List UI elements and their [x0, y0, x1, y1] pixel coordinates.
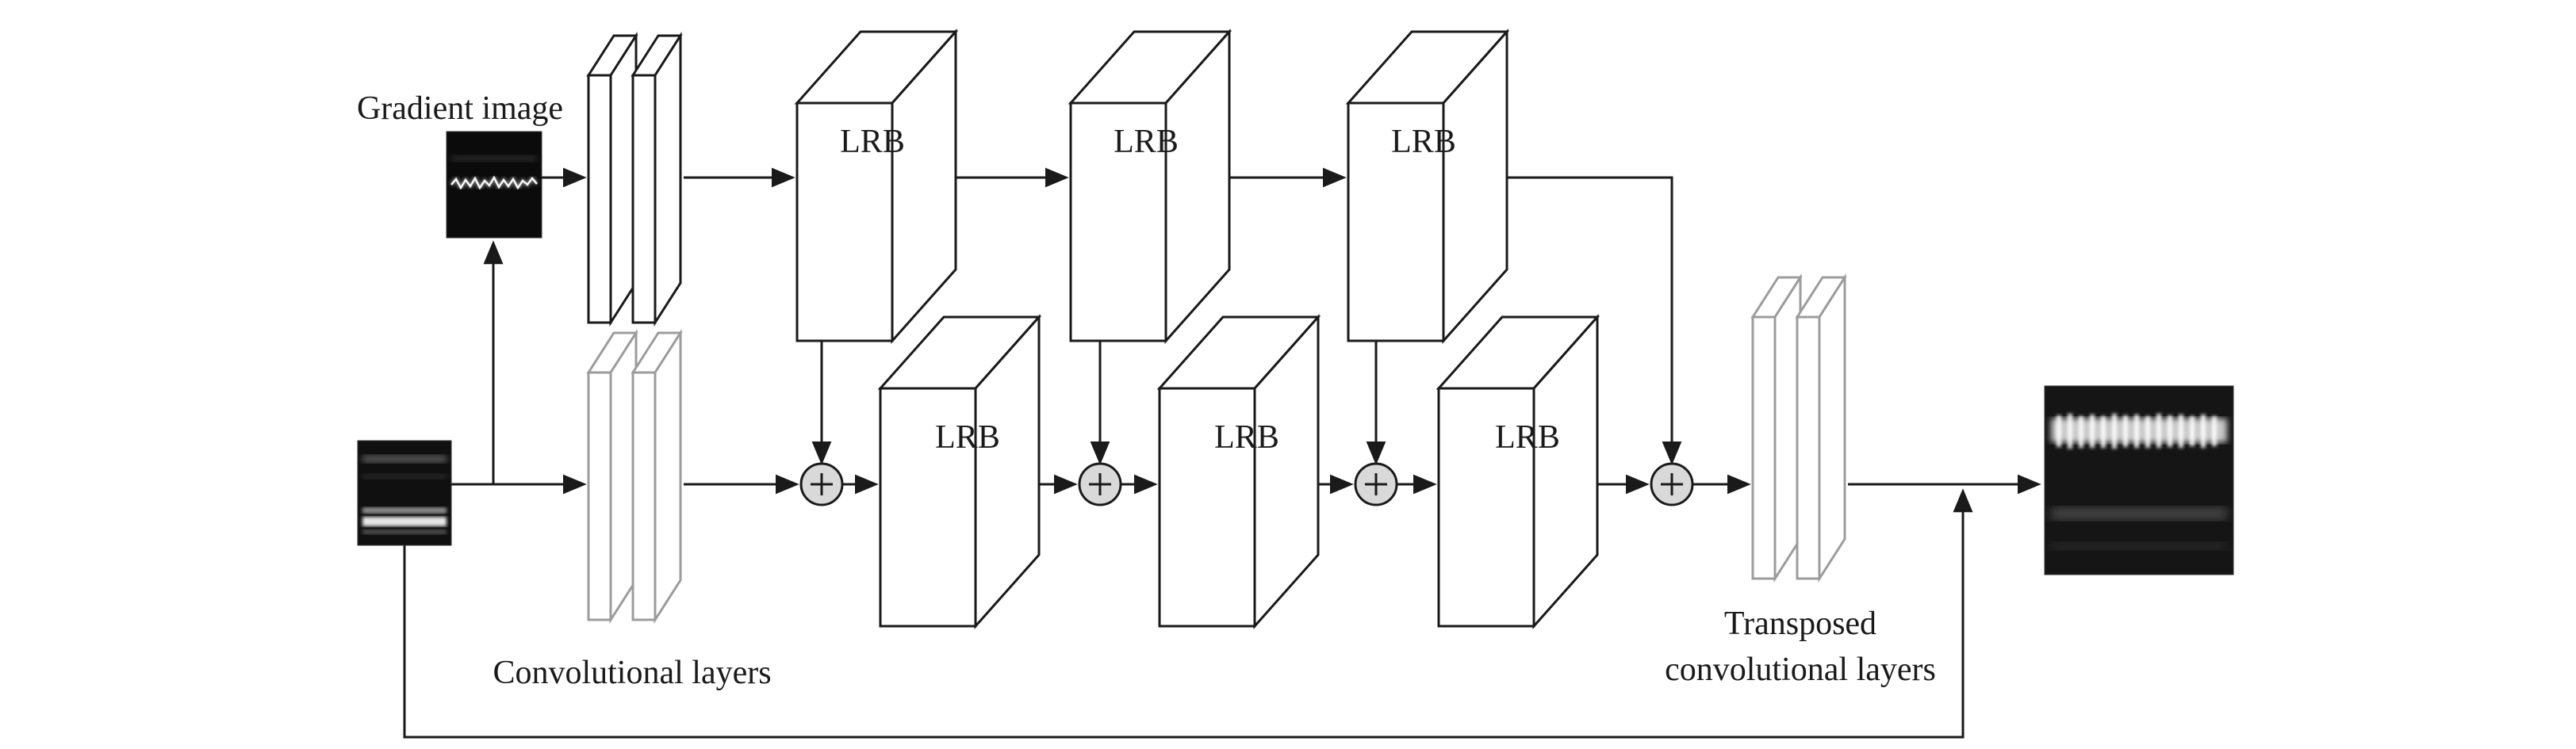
- lrb-box-top-1: LRB: [794, 29, 959, 344]
- top-conv-slab-2: [631, 31, 683, 327]
- gradient-image: [446, 131, 542, 239]
- bottom-conv-slab-1: [586, 328, 638, 625]
- plus-icon: [1661, 473, 1683, 495]
- bottom-conv-layers: [586, 328, 683, 625]
- gradient-image-texture: [451, 155, 537, 162]
- input-image-texture: [362, 455, 447, 463]
- plus-icon: [811, 473, 833, 495]
- input-image: [357, 440, 452, 546]
- lrb-box-top-3: LRB: [1345, 29, 1510, 344]
- input-image-texture: [362, 529, 447, 534]
- gradient-image-label: Gradient image: [357, 90, 563, 127]
- plus-icon: [1089, 473, 1111, 495]
- output-image-streaks: [2057, 414, 2217, 449]
- input-image-texture: [362, 474, 447, 479]
- lrb-box-top-2: LRB: [1068, 29, 1232, 344]
- bottom-conv-slab-2: [631, 328, 683, 625]
- lrb-bottom-2-label: LRB: [1214, 419, 1279, 456]
- transposed-label-line2: convolutional layers: [1665, 652, 1936, 688]
- transposed-conv-slab-1: [1750, 273, 1803, 583]
- top-conv-slab-1: [586, 31, 638, 327]
- lrb-box-bottom-3: LRB: [1436, 314, 1600, 629]
- top-conv-layers: [586, 31, 683, 327]
- convolutional-layers-label: Convolutional layers: [493, 655, 771, 691]
- adder-1: [799, 462, 844, 506]
- lrb-top-2-label: LRB: [1114, 124, 1179, 160]
- input-image-texture: [362, 507, 447, 514]
- adder-3: [1354, 462, 1398, 506]
- adder-2: [1078, 462, 1122, 506]
- output-image-texture: [2051, 507, 2227, 520]
- lrb-box-bottom-2: LRB: [1156, 314, 1321, 629]
- lrb-box-bottom-1: LRB: [877, 314, 1042, 629]
- adder-4: [1650, 462, 1694, 506]
- lrb-bottom-3-label: LRB: [1495, 419, 1560, 456]
- output-image-texture: [2051, 542, 2227, 550]
- lrb-top-1-label: LRB: [840, 124, 905, 160]
- gradient-image-waveform: [450, 175, 538, 190]
- transposed-conv-layers: [1750, 273, 1847, 583]
- skip-connection-arrow: [403, 488, 1973, 739]
- lrb-bottom-1-label: LRB: [935, 419, 1000, 456]
- input-image-texture: [362, 517, 447, 526]
- transposed-conv-slab-2: [1795, 273, 1847, 583]
- plus-icon: [1365, 473, 1387, 495]
- transposed-label-line1: Transposed: [1724, 606, 1876, 642]
- lrb-top-3-label: LRB: [1391, 124, 1456, 160]
- arrow-lrb-top-3-to-adder-4: [1507, 176, 1682, 465]
- output-image: [2044, 385, 2234, 575]
